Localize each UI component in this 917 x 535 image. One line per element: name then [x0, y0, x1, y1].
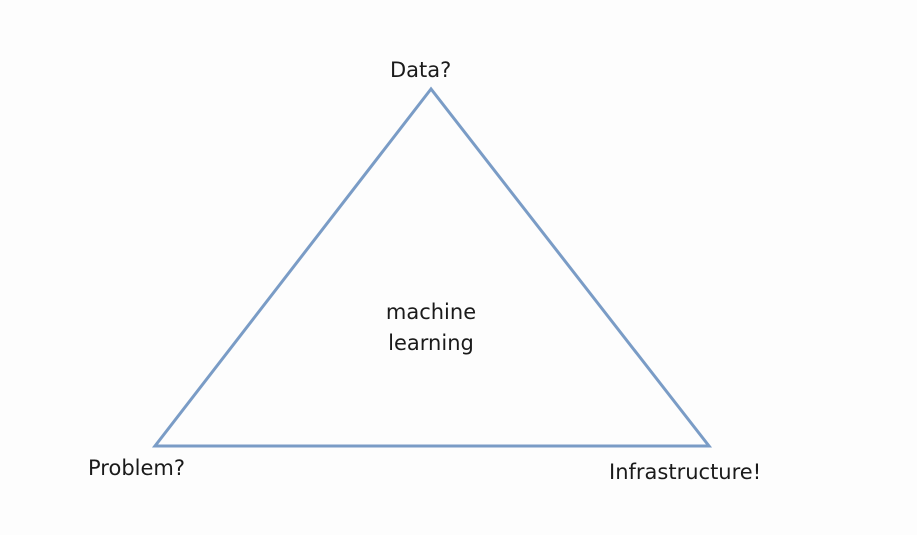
vertex-label-infrastructure: Infrastructure!	[609, 460, 762, 484]
center-label-line1: machine	[385, 300, 477, 324]
vertex-label-problem: Problem?	[88, 456, 186, 480]
center-label-line2: learning	[388, 331, 474, 355]
vertex-label-data: Data?	[390, 58, 452, 82]
center-label: machine learning	[360, 297, 502, 359]
triangle-outline	[151, 86, 713, 448]
